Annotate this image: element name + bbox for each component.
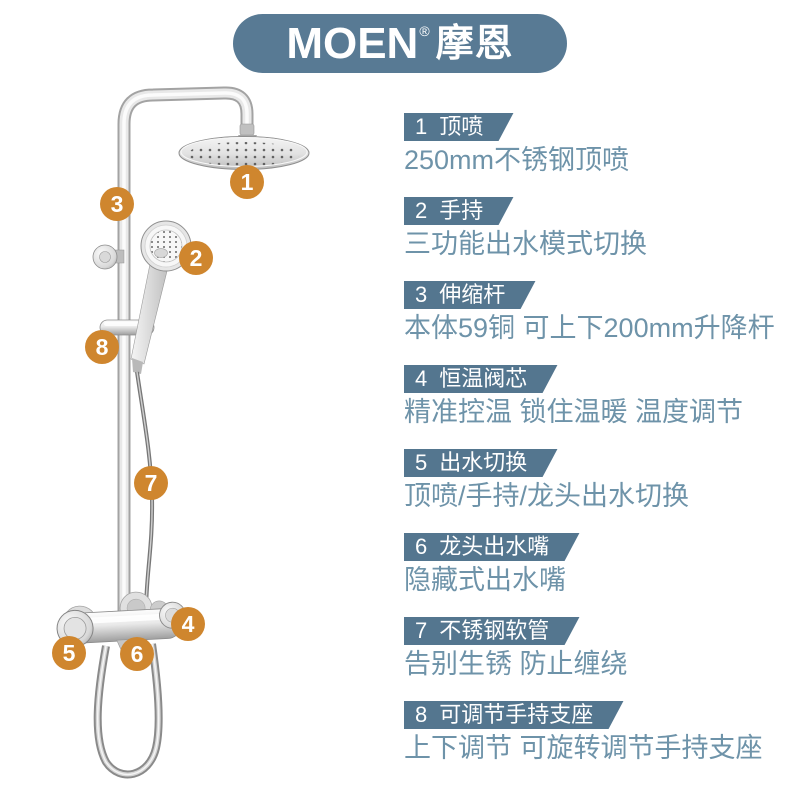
- wall-mount: [92, 244, 125, 270]
- feature-badge: 6 龙头出水嘴: [404, 533, 580, 561]
- callout-number: 6: [131, 641, 144, 667]
- registered-trademark-symbol: ®: [419, 23, 430, 39]
- callout-number: 4: [182, 611, 195, 637]
- feature-description: 精准控温 锁住温暖 温度调节: [404, 397, 744, 427]
- hose-loop: [93, 643, 163, 779]
- callout-number: 5: [63, 640, 76, 666]
- feature-item-4: 4 恒温阀芯 精准控温 锁住温暖 温度调节: [404, 365, 796, 427]
- feature-badge: 5 出水切换: [404, 449, 558, 477]
- callout-marker-6: 6: [120, 637, 154, 671]
- feature-description: 隐藏式出水嘴: [404, 565, 566, 595]
- brand-logo-text: MOEN: [286, 18, 419, 68]
- brand-logo-chinese: 摩恩: [435, 22, 514, 65]
- callout-marker-8: 8: [85, 330, 119, 364]
- feature-number: 6: [415, 534, 428, 559]
- feature-title: 恒温阀芯: [439, 366, 528, 391]
- feature-badge: 4 恒温阀芯: [404, 365, 558, 393]
- feature-item-8: 8 可调节手持支座 上下调节 可旋转调节手持支座: [404, 701, 796, 763]
- callout-number: 2: [190, 245, 203, 271]
- feature-badge: 3 伸缩杆: [404, 281, 536, 309]
- feature-number: 7: [415, 618, 428, 643]
- thermostatic-valve: [56, 591, 186, 654]
- callout-marker-7: 7: [134, 466, 168, 500]
- feature-badge: 2 手持: [404, 197, 514, 225]
- callout-marker-4: 4: [171, 607, 205, 641]
- feature-item-7: 7 不锈钢软管 告别生锈 防止缠绕: [404, 617, 796, 679]
- callout-number: 3: [111, 191, 124, 217]
- riser-pipe: [117, 86, 254, 616]
- feature-title: 龙头出水嘴: [439, 534, 550, 559]
- feature-title: 不锈钢软管: [439, 618, 550, 643]
- feature-title: 可调节手持支座: [439, 702, 594, 727]
- feature-badge: 8 可调节手持支座: [404, 701, 624, 729]
- callout-number: 8: [96, 334, 109, 360]
- feature-number: 8: [415, 702, 428, 727]
- callout-marker-2: 2: [179, 241, 213, 275]
- feature-list: 1 顶喷 250mm不锈钢顶喷 2 手持 三功能出水模式切换 3 伸缩杆 本体59铜 …: [404, 113, 796, 785]
- feature-description: 上下调节 可旋转调节手持支座: [404, 733, 763, 763]
- callout-marker-1: 1: [230, 165, 264, 199]
- feature-description: 顶喷/手持/龙头出水切换: [404, 481, 690, 511]
- feature-number: 5: [415, 450, 428, 475]
- feature-item-3: 3 伸缩杆 本体59铜 可上下200mm升降杆: [404, 281, 796, 343]
- feature-badge: 7 不锈钢软管: [404, 617, 580, 645]
- callout-number: 7: [145, 470, 158, 496]
- callout-marker-3: 3: [100, 187, 134, 221]
- feature-description: 本体59铜 可上下200mm升降杆: [404, 313, 775, 343]
- feature-number: 2: [415, 198, 428, 223]
- feature-title: 手持: [439, 198, 484, 223]
- feature-number: 3: [415, 282, 428, 307]
- callout-marker-5: 5: [52, 636, 86, 670]
- feature-item-2: 2 手持 三功能出水模式切换: [404, 197, 796, 259]
- feature-title: 伸缩杆: [439, 282, 506, 307]
- feature-title: 出水切换: [439, 450, 528, 475]
- hand-shower: [130, 220, 192, 374]
- rain-shower-head: [178, 136, 310, 170]
- feature-badge: 1 顶喷: [404, 113, 514, 141]
- brand-header: MOEN ® 摩恩: [233, 14, 567, 73]
- feature-item-6: 6 龙头出水嘴 隐藏式出水嘴: [404, 533, 796, 595]
- shower-system-illustration: 1 2 3 4 5 6 7 8: [52, 86, 310, 779]
- feature-title: 顶喷: [439, 114, 484, 139]
- feature-description: 三功能出水模式切换: [404, 229, 647, 259]
- feature-item-1: 1 顶喷 250mm不锈钢顶喷: [404, 113, 796, 175]
- feature-description: 告别生锈 防止缠绕: [404, 649, 628, 679]
- feature-description: 250mm不锈钢顶喷: [404, 145, 630, 175]
- callout-number: 1: [241, 169, 254, 195]
- feature-number: 4: [415, 366, 428, 391]
- feature-number: 1: [415, 114, 428, 139]
- feature-item-5: 5 出水切换 顶喷/手持/龙头出水切换: [404, 449, 796, 511]
